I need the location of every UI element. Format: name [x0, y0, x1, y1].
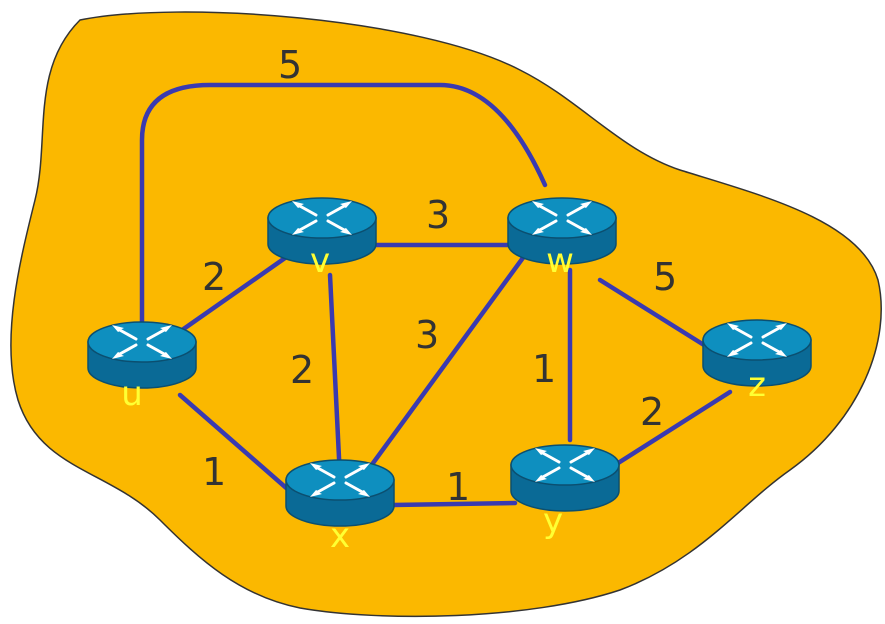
router-label-x: x: [330, 516, 350, 556]
link-x-y: [390, 500, 518, 508]
router-label-v: v: [310, 241, 330, 281]
router-icon: [509, 443, 621, 513]
weight-w-z: 5: [653, 255, 677, 299]
router-v[interactable]: v: [266, 196, 378, 281]
link-w-z: [597, 277, 715, 353]
link-v-x: [327, 272, 343, 481]
router-x[interactable]: x: [284, 458, 396, 556]
link-y-z: [612, 389, 733, 468]
network-cloud: [10, 11, 882, 618]
weight-x-w: 3: [415, 313, 439, 357]
router-label-u: u: [121, 374, 143, 414]
router-label-y: y: [543, 501, 563, 541]
weight-u-v: 2: [202, 255, 226, 299]
weight-x-y: 1: [446, 465, 470, 509]
weight-u-w: 5: [278, 43, 302, 87]
link-u-v: [172, 255, 288, 338]
router-z[interactable]: z: [701, 318, 813, 405]
weight-w-y: 1: [532, 347, 556, 391]
router-y[interactable]: y: [509, 443, 621, 541]
router-label-z: z: [748, 365, 766, 405]
weight-y-z: 2: [640, 390, 664, 434]
router-u[interactable]: u: [86, 320, 198, 414]
link-u-w: [139, 82, 548, 328]
link-x-w: [365, 252, 528, 473]
weight-u-x: 1: [202, 450, 226, 494]
weight-v-w: 3: [426, 193, 450, 237]
link-u-x: [177, 392, 303, 503]
router-label-w: w: [546, 241, 574, 281]
router-w[interactable]: w: [506, 196, 618, 281]
weight-v-x: 2: [290, 348, 314, 392]
